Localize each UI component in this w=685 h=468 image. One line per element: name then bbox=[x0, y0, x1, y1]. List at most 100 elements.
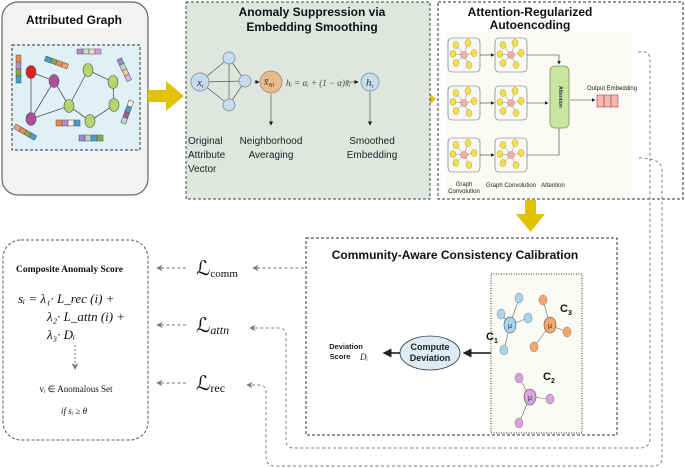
centroid-label: μ bbox=[528, 395, 532, 402]
gc-node bbox=[499, 159, 507, 167]
loss-comm: ℒcomm bbox=[196, 258, 238, 280]
graph-convolution-block bbox=[447, 85, 481, 121]
cluster-C2: μ C2 bbox=[514, 371, 555, 429]
node-h-label: hi bbox=[366, 77, 374, 90]
composite-panel: Composite Anomaly Score sᵢ = λ₁· L_rec (… bbox=[2, 239, 149, 441]
gc-node bbox=[517, 49, 525, 57]
gc-node bbox=[464, 39, 472, 47]
graph-node bbox=[107, 75, 119, 89]
gc-center-node bbox=[507, 151, 515, 159]
cluster-C3: μ C3 bbox=[529, 294, 572, 353]
anomalous-set-label: vᵢ ∈ Anomalous Set bbox=[39, 384, 113, 394]
threshold-condition: if sᵢ ≥ θ bbox=[61, 406, 88, 416]
label-neighborhood-1: Neighborhood bbox=[240, 136, 303, 147]
cluster-node bbox=[529, 341, 539, 353]
gc-node bbox=[470, 49, 478, 57]
centroid-label: μ bbox=[508, 323, 512, 330]
graph-node bbox=[48, 74, 60, 88]
attention-block-label: Attention bbox=[557, 86, 563, 108]
gc-node bbox=[499, 141, 507, 149]
gc-node bbox=[465, 61, 473, 69]
gc-node bbox=[452, 141, 460, 149]
loss-rec: ℒrec bbox=[196, 373, 225, 395]
autoencoding-panel: Attention-Regularized Autoencoding Atten… bbox=[437, 1, 684, 200]
community-panel: Community-Aware Consistency Calibration … bbox=[305, 237, 618, 436]
output-embedding-label: Output Embedding bbox=[587, 86, 637, 92]
node-avg-label: x̄Ni bbox=[263, 77, 274, 89]
cluster-node bbox=[538, 294, 548, 306]
composite-title: Composite Anomaly Score bbox=[16, 265, 123, 275]
gc-node bbox=[449, 98, 457, 106]
gc-node bbox=[499, 59, 507, 67]
gc-center-node bbox=[507, 99, 515, 107]
gc-node bbox=[512, 61, 520, 69]
gc-node bbox=[452, 107, 460, 115]
attribute-vectors bbox=[13, 48, 135, 142]
smoothing-panel: Anomaly Suppression via Embedding Smooth… bbox=[185, 1, 431, 200]
attention-block bbox=[549, 65, 570, 129]
smoothed-node bbox=[360, 72, 380, 92]
original-node bbox=[190, 72, 210, 92]
cluster-label: C1 bbox=[486, 331, 498, 345]
flow-arrow-down-icon bbox=[516, 200, 545, 232]
gc-node bbox=[499, 89, 507, 97]
output-embedding-vector bbox=[596, 94, 619, 108]
cluster-node bbox=[514, 417, 524, 429]
loss-connectors bbox=[156, 51, 663, 467]
graph-node bbox=[108, 98, 120, 112]
gc-node bbox=[496, 98, 504, 106]
gc-node bbox=[499, 41, 507, 49]
cluster-node bbox=[562, 326, 572, 338]
label-original-1: Original bbox=[188, 136, 222, 147]
label-attention: Attention bbox=[541, 183, 565, 189]
cluster-label: C3 bbox=[560, 303, 572, 317]
attributed-graph-title: Attributed Graph bbox=[26, 13, 122, 27]
centroid-label: μ bbox=[548, 323, 552, 330]
graph-convolution-block bbox=[447, 37, 481, 73]
cluster-centroid bbox=[503, 316, 517, 334]
cluster-C1: μC1 bbox=[486, 292, 533, 356]
gc-center-node bbox=[460, 99, 468, 107]
gc-node bbox=[517, 149, 525, 157]
label-smoothed-1: Smoothed bbox=[349, 136, 395, 147]
cluster-node bbox=[496, 308, 506, 320]
gc-node bbox=[464, 87, 472, 95]
loss-labels: ℒcomm ℒattn ℒrec bbox=[196, 258, 238, 395]
graph-convolution-block bbox=[494, 85, 528, 121]
cluster-node bbox=[523, 312, 533, 324]
gc-node bbox=[452, 41, 460, 49]
graph-node bbox=[82, 63, 94, 77]
graph-node bbox=[84, 114, 96, 128]
label-gc1-2: Convolution bbox=[448, 189, 480, 195]
gc-node bbox=[449, 50, 457, 58]
deviation-line2: Score bbox=[330, 352, 351, 361]
deviation-line1: Deviation bbox=[329, 342, 363, 351]
composite-formula-line3: λ₃· Dᵢ bbox=[46, 327, 75, 342]
gc-node bbox=[511, 87, 519, 95]
graph-node bbox=[25, 65, 37, 79]
gc-node bbox=[496, 50, 504, 58]
composite-formula-line1: sᵢ = λ₁· L_rec (i) + bbox=[18, 291, 114, 306]
graph-convolution-block bbox=[447, 137, 481, 173]
label-smoothed-2: Embedding bbox=[347, 150, 398, 161]
gc-node bbox=[452, 59, 460, 67]
gc-node bbox=[452, 89, 460, 97]
flow-arrow-right-icon bbox=[148, 81, 184, 111]
label-neighborhood-2: Averaging bbox=[249, 150, 294, 161]
gc-node bbox=[499, 107, 507, 115]
cluster-label: C2 bbox=[543, 371, 555, 385]
smoothing-formula: hᵢ = αᵢ + (1 − α)x̄ᵢ bbox=[286, 78, 351, 88]
gc-center-node bbox=[460, 151, 468, 159]
attributed-graph-panel: Attributed Graph bbox=[1, 1, 149, 196]
gc-node bbox=[449, 150, 457, 158]
cluster-node bbox=[499, 344, 509, 356]
gc-node bbox=[465, 109, 473, 117]
gc-node bbox=[512, 109, 520, 117]
cluster-node bbox=[514, 292, 524, 304]
gc-node bbox=[511, 139, 519, 147]
loss-attn: ℒattn bbox=[196, 315, 229, 337]
graph-convolution-block bbox=[494, 37, 528, 73]
